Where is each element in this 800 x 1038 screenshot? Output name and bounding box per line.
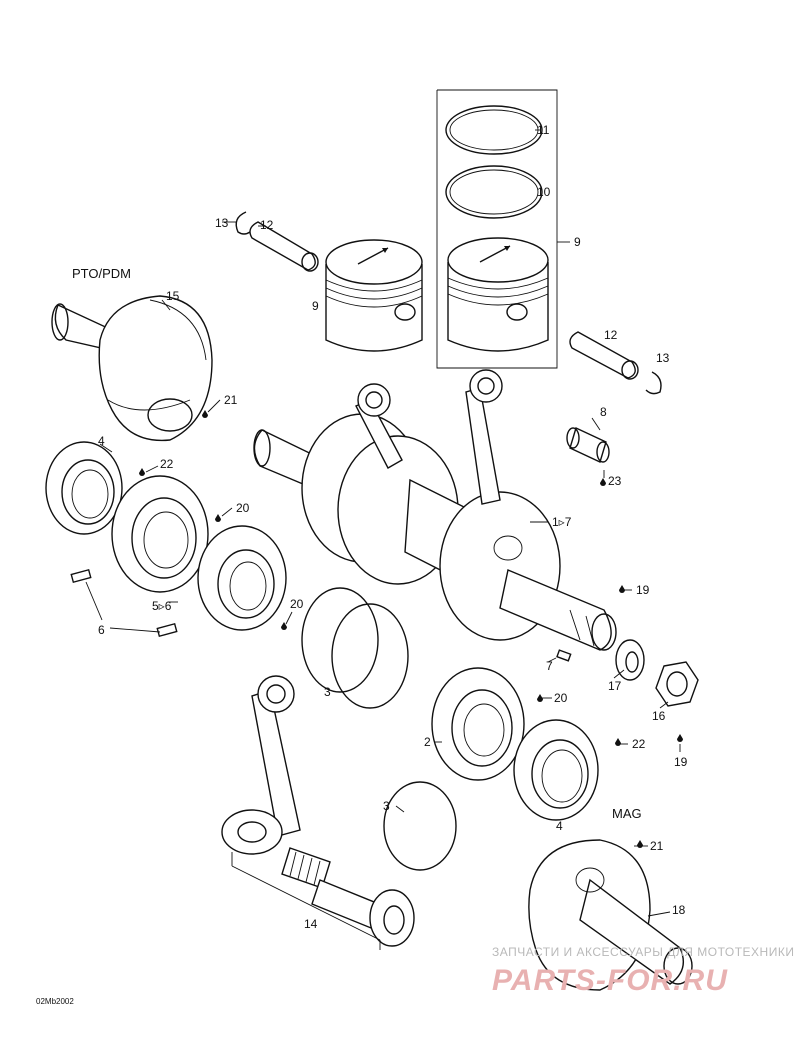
label-mag: MAG xyxy=(612,806,642,821)
drop-icon xyxy=(600,478,606,486)
label-22a: 22 xyxy=(160,457,174,471)
watermark-logo: PARTS-FOR.RU xyxy=(492,964,728,997)
leader-lines xyxy=(85,221,681,917)
circlip-left xyxy=(235,211,251,235)
label-9b: 9 xyxy=(574,235,581,249)
piston-ring-10 xyxy=(445,165,543,219)
drop-icon xyxy=(537,694,543,702)
oring-pair xyxy=(301,587,409,709)
label-20b: 20 xyxy=(290,597,304,611)
woodruff-key xyxy=(556,649,572,662)
label-3b: 3 xyxy=(383,799,390,813)
label-22b: 22 xyxy=(632,737,646,751)
watermark-tagline: ЗАПЧАСТИ И АКСЕССУАРЫ ДЛЯ МОТОТЕХНИКИ xyxy=(492,945,794,959)
needle-bearing-small xyxy=(566,427,610,463)
oil-seal-left xyxy=(45,441,123,535)
dowel-pin-lower xyxy=(156,622,178,638)
piston-right xyxy=(447,237,549,352)
connecting-rod-kit xyxy=(221,675,415,950)
bearing-left-inner xyxy=(111,475,209,593)
label-4a: 4 xyxy=(98,434,105,448)
crankshaft-assembly xyxy=(253,413,617,651)
drop-icon xyxy=(139,468,145,476)
bearing-mag xyxy=(431,667,525,781)
connecting-rod-left xyxy=(355,383,403,469)
oil-seal-right xyxy=(513,719,599,821)
label-21b: 21 xyxy=(650,839,664,853)
label-19b: 19 xyxy=(674,755,688,769)
drop-icon xyxy=(619,585,625,593)
crank-half-pto xyxy=(51,295,213,442)
label-20c: 20 xyxy=(554,691,568,705)
label-8: 8 xyxy=(600,405,607,419)
watermark: ЗАПЧАСТИ И АКСЕССУАРЫ ДЛЯ МОТОТЕХНИКИ PA… xyxy=(492,945,794,997)
label-18: 18 xyxy=(672,903,686,917)
label-5-6: 5▹6 xyxy=(152,599,172,613)
label-20a: 20 xyxy=(236,501,250,515)
label-7: 7 xyxy=(546,659,553,673)
label-23: 23 xyxy=(608,474,622,488)
label-4b: 4 xyxy=(556,819,563,833)
piston-left xyxy=(325,239,423,352)
label-12a: 12 xyxy=(260,218,274,232)
crank-nut xyxy=(655,661,699,707)
drop-icon xyxy=(202,410,208,418)
dowel-pin-upper xyxy=(70,568,92,584)
label-14: 14 xyxy=(304,917,318,931)
piston-pin-right xyxy=(569,331,639,380)
drop-icon xyxy=(637,840,643,848)
piston-pin-left xyxy=(249,221,319,272)
label-6: 6 xyxy=(98,623,105,637)
label-9a: 9 xyxy=(312,299,319,313)
circlip-right xyxy=(645,371,662,395)
drop-icon xyxy=(677,734,683,742)
label-pto: PTO/PDM xyxy=(72,266,131,281)
label-11: 11 xyxy=(537,123,550,137)
label-1-7: 1▹7 xyxy=(552,515,572,529)
bearing-left-outer xyxy=(197,525,287,631)
label-16: 16 xyxy=(652,709,666,723)
label-19a: 19 xyxy=(636,583,650,597)
label-17: 17 xyxy=(608,679,622,693)
label-2: 2 xyxy=(424,735,431,749)
oring-single xyxy=(383,781,457,871)
label-3a: 3 xyxy=(324,685,331,699)
piston-kit-frame xyxy=(436,89,570,369)
part-labels: PTO/PDM MAG 11 10 9 9 13 12 12 13 15 21 … xyxy=(72,123,688,931)
drop-icon xyxy=(615,738,621,746)
drop-icon xyxy=(215,514,221,522)
connecting-rod-right xyxy=(465,369,503,505)
crank-half-mag xyxy=(528,839,693,991)
label-13a: 13 xyxy=(215,216,229,230)
label-15: 15 xyxy=(166,289,180,303)
piston-ring-11 xyxy=(445,105,543,155)
drop-icon xyxy=(281,622,287,630)
label-21a: 21 xyxy=(224,393,238,407)
figure-code: 02Mb2002 xyxy=(36,997,74,1006)
label-10: 10 xyxy=(537,185,551,199)
lock-washer xyxy=(615,639,645,681)
label-12b: 12 xyxy=(604,328,618,342)
label-13b: 13 xyxy=(656,351,670,365)
drop-markers xyxy=(139,410,683,848)
